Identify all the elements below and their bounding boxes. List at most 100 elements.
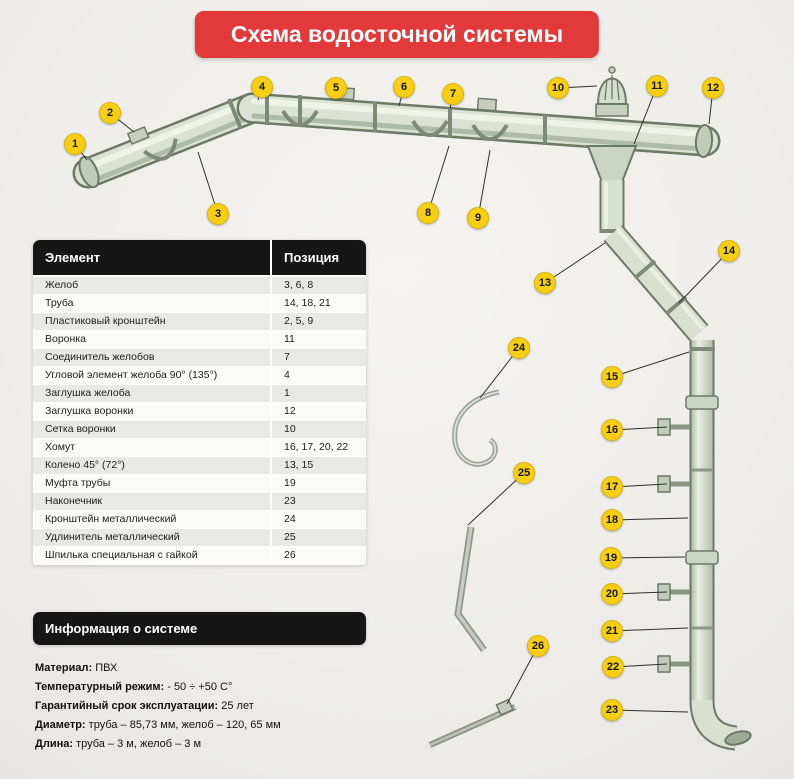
info-value: труба – 3 м, желоб – 3 м	[76, 738, 202, 750]
callout-23: 23	[601, 699, 623, 721]
table-row: Колено 45° (72°)13, 15	[33, 457, 366, 475]
callout-25: 25	[513, 462, 535, 484]
gutter-end-cap-left	[78, 155, 100, 189]
page-title: Схема водосточной системы	[230, 21, 564, 47]
position-cell: 11	[272, 331, 366, 349]
metal-extension-strip	[454, 526, 487, 653]
callout-14: 14	[718, 240, 740, 262]
element-cell: Труба	[33, 295, 272, 313]
info-title: Информация о системе	[45, 621, 198, 636]
gutter-main-run	[236, 92, 721, 157]
callout-24: 24	[508, 337, 530, 359]
info-label: Температурный режим:	[35, 681, 165, 693]
element-cell: Желоб	[33, 277, 272, 295]
gutter-bracket-hooks	[143, 109, 509, 161]
gutter-end-cap-right	[694, 124, 714, 158]
info-value: ПВХ	[95, 662, 118, 674]
callout-4: 4	[251, 76, 273, 98]
position-cell: 25	[272, 529, 366, 547]
callout-9: 9	[467, 207, 489, 229]
info-label: Гарантийный срок эксплуатации:	[35, 700, 219, 712]
metal-bracket-hook	[452, 389, 500, 467]
callout-20: 20	[601, 583, 623, 605]
element-cell: Угловой элемент желоба 90° (135°)	[33, 367, 272, 385]
element-cell: Заглушка воронки	[33, 403, 272, 421]
callout-6: 6	[393, 76, 415, 98]
special-pin	[428, 698, 517, 748]
element-cell: Пластиковый кронштейн	[33, 313, 272, 331]
callout-5: 5	[325, 77, 347, 99]
callout-26: 26	[527, 635, 549, 657]
position-cell: 24	[272, 511, 366, 529]
info-value: 25 лет	[221, 700, 254, 712]
element-cell: Наконечник	[33, 493, 272, 511]
col-header-position: Позиция	[272, 240, 366, 277]
element-cell: Муфта трубы	[33, 475, 272, 493]
info-value: труба – 85,73 мм, желоб – 120, 65 мм	[88, 719, 281, 731]
element-cell: Удлинитель металлический	[33, 529, 272, 547]
position-cell: 1	[272, 385, 366, 403]
info-line-length: Длина: труба – 3 м, желоб – 3 м	[35, 735, 366, 754]
callout-16: 16	[601, 419, 623, 441]
funnel-strainer-dome	[595, 66, 629, 117]
callout-12: 12	[702, 77, 724, 99]
outlet-elbow	[689, 699, 752, 751]
position-cell: 4	[272, 367, 366, 385]
col-header-element: Элемент	[33, 240, 272, 277]
callout-15: 15	[601, 366, 623, 388]
info-lines: Материал: ПВХ Температурный режим: - 50 …	[33, 659, 366, 754]
table-header-row: Элемент Позиция	[33, 240, 366, 277]
callout-3: 3	[207, 203, 229, 225]
callout-21: 21	[601, 620, 623, 642]
callout-22: 22	[602, 656, 624, 678]
info-line-warranty: Гарантийный срок эксплуатации: 25 лет	[35, 697, 366, 716]
callout-11: 11	[646, 75, 668, 97]
position-cell: 12	[272, 403, 366, 421]
info-label: Длина:	[35, 738, 74, 750]
gutter-joint-rings	[227, 95, 547, 144]
info-line-temperature: Температурный режим: - 50 ÷ +50 С°	[35, 678, 366, 697]
info-title-banner: Информация о системе	[33, 612, 366, 645]
position-cell: 7	[272, 349, 366, 367]
info-value: - 50 ÷ +50 С°	[167, 681, 233, 693]
gutter-left-run	[72, 92, 268, 189]
element-cell: Соединитель желобов	[33, 349, 272, 367]
callout-19: 19	[600, 547, 622, 569]
info-label: Материал:	[35, 662, 93, 674]
callout-13: 13	[534, 272, 556, 294]
position-cell: 26	[272, 547, 366, 565]
callout-17: 17	[601, 476, 623, 498]
callout-18: 18	[601, 509, 623, 531]
position-cell: 19	[272, 475, 366, 493]
info-line-diameter: Диаметр: труба – 85,73 мм, желоб – 120, …	[35, 716, 366, 735]
position-cell: 16, 17, 20, 22	[272, 439, 366, 457]
system-info: Информация о системе Материал: ПВХ Темпе…	[33, 612, 366, 754]
pipe-couplings	[685, 395, 719, 565]
position-cell: 13, 15	[272, 457, 366, 475]
element-cell: Кронштейн металлический	[33, 511, 272, 529]
info-line-material: Материал: ПВХ	[35, 659, 366, 678]
position-cell: 23	[272, 493, 366, 511]
element-cell: Колено 45° (72°)	[33, 457, 272, 475]
callout-10: 10	[547, 77, 569, 99]
position-cell: 14, 18, 21	[272, 295, 366, 313]
element-cell: Хомут	[33, 439, 272, 457]
element-cell: Шпилька специальная с гайкой	[33, 547, 272, 565]
element-cell: Воронка	[33, 331, 272, 349]
element-cell: Заглушка желоба	[33, 385, 272, 403]
